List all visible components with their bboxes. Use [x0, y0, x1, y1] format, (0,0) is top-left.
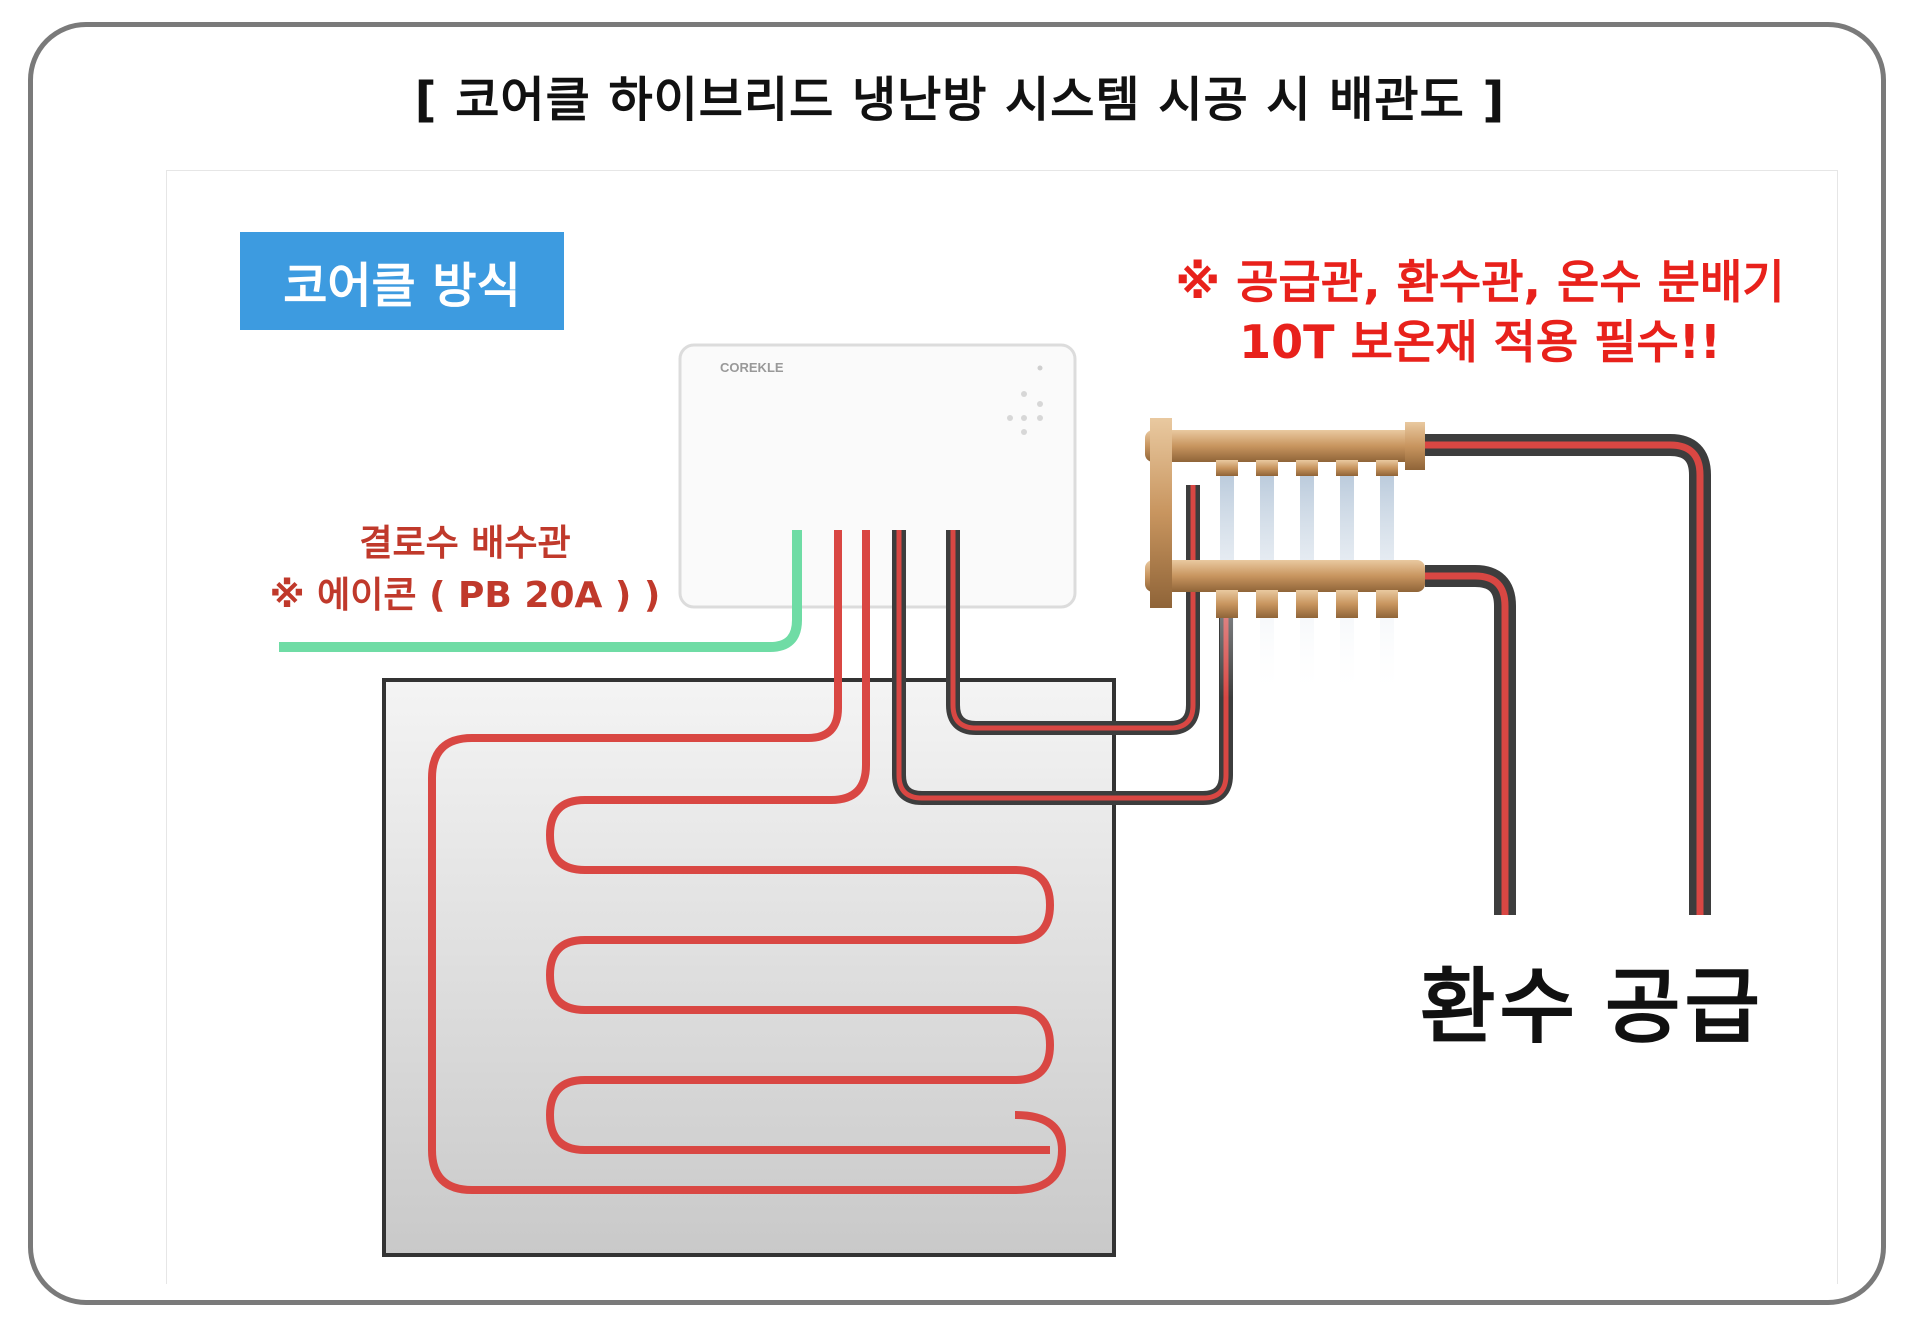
page-title: [ 코어클 하이브리드 냉난방 시스템 시공 시 배관도 ]: [414, 72, 1506, 128]
insulation-notice: ※ 공급관, 환수관, 온수 분배기 10T 보온재 적용 필수!!: [1110, 252, 1850, 372]
supply-label: 공급: [1605, 960, 1764, 1055]
drain-label-line-1: 결로수 배수관: [359, 523, 571, 564]
manifold-tubes: [1220, 468, 1394, 698]
indoor-unit: COREKLE: [678, 343, 1077, 609]
floor-slab: [382, 678, 1116, 1257]
unit-manifold-pipes: [892, 485, 1233, 805]
floor-heating-coil: [545, 530, 1055, 1154]
notice-line-2: 10T 보온재 적용 필수!!: [1239, 315, 1721, 369]
diagram-panel: [166, 170, 1838, 1284]
unit-logo: COREKLE: [720, 360, 784, 375]
drain-label-line-2: ※ 에이콘 ( PB 20A ) ): [269, 575, 661, 616]
floor-heating-coil-return: [428, 530, 1067, 1194]
drain-pipe-label: 결로수 배수관 ※ 에이콘 ( PB 20A ) ): [250, 518, 680, 622]
notice-line-1: ※ 공급관, 환수관, 온수 분배기: [1175, 255, 1785, 309]
hot-water-manifold: [1145, 418, 1425, 698]
method-badge: 코어클 방식: [240, 232, 564, 330]
drain-pipe: [279, 530, 802, 652]
supply-return-pipes: [1425, 434, 1711, 915]
return-label: 환수: [1420, 960, 1579, 1055]
